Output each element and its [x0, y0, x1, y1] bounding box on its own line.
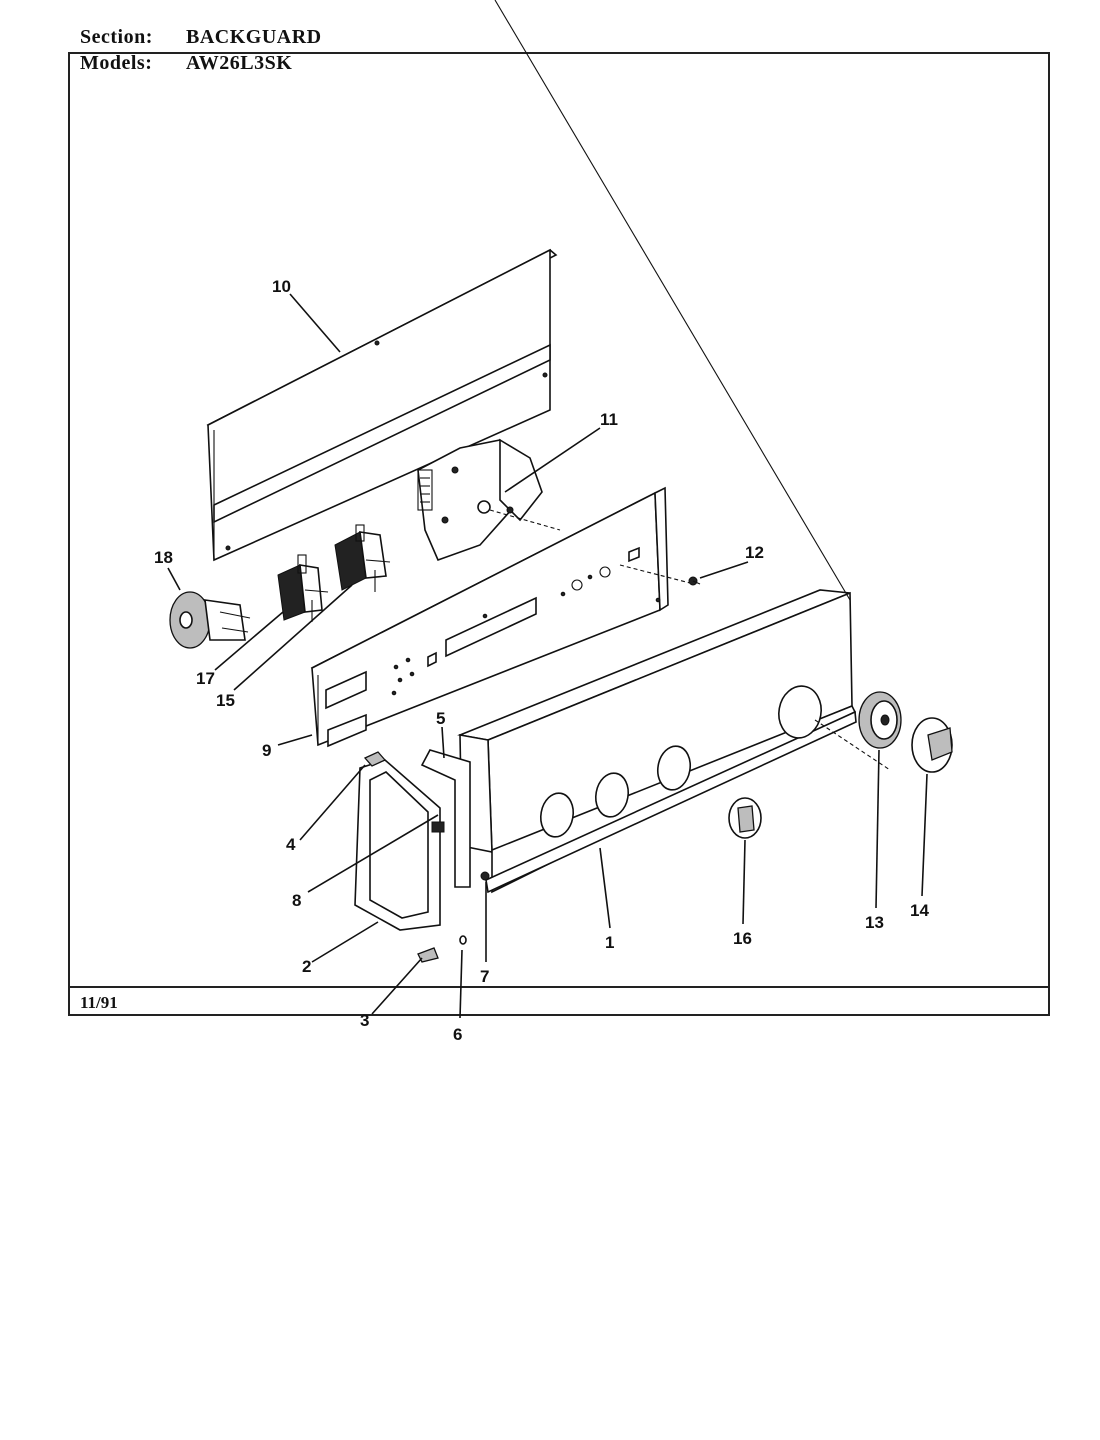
leader-10	[289, 293, 341, 353]
callout-7: 7	[480, 967, 489, 986]
part-rear-panel	[206, 248, 558, 562]
section-value: BACKGUARD	[186, 26, 322, 48]
leader-4	[299, 764, 366, 841]
leader-16	[742, 839, 746, 925]
callout-1: 1	[605, 933, 614, 952]
callout-5: 5	[436, 709, 445, 728]
leader-11	[504, 427, 601, 493]
callout-4: 4	[286, 835, 296, 854]
models-heading: Models: AW26L3SK	[80, 52, 292, 75]
diagram-frame	[68, 52, 1050, 1016]
callout-11: 11	[600, 410, 618, 429]
part-switch-15	[334, 524, 391, 592]
section-label: Section:	[80, 26, 153, 48]
part-control-panel	[457, 0, 891, 894]
callout-9: 9	[262, 741, 271, 760]
part-end-cap	[354, 759, 445, 931]
part-end-trim	[420, 749, 471, 888]
leader-14	[921, 773, 928, 897]
leader-13	[875, 749, 880, 909]
footer-divider	[68, 986, 1050, 988]
callout-14: 14	[910, 901, 929, 920]
leader-15	[233, 584, 353, 691]
part-knob-16	[728, 797, 762, 839]
leader-lines	[167, 293, 928, 1019]
callouts: 10 11 12 18 17 15 9 5 4 8 2 3 6 7 1 16 1…	[154, 277, 929, 1044]
section-heading: Section: BACKGUARD	[80, 26, 322, 49]
leader-17	[214, 611, 284, 671]
callout-6: 6	[453, 1025, 462, 1044]
leader-6	[459, 949, 463, 1019]
models-value: AW26L3SK	[186, 52, 293, 74]
leader-5	[441, 726, 445, 759]
leader-8	[307, 814, 439, 893]
part-screw-7	[480, 871, 490, 881]
callout-12: 12	[745, 543, 764, 562]
part-screw-6	[459, 935, 467, 945]
part-dial-skirt	[858, 691, 902, 749]
part-selector-switch	[169, 591, 251, 649]
callout-10: 10	[272, 277, 291, 296]
models-label: Models:	[80, 52, 153, 74]
part-timer-bracket	[417, 438, 561, 562]
leader-9	[277, 734, 313, 746]
part-timer-knob	[911, 717, 953, 773]
callout-2: 2	[302, 957, 311, 976]
leader-2	[311, 921, 379, 963]
leader-18	[167, 567, 181, 591]
callout-17: 17	[196, 669, 215, 688]
part-clip-4	[363, 751, 387, 767]
part-switch-17	[277, 554, 329, 622]
callout-16: 16	[733, 929, 752, 948]
part-mounting-plate	[310, 486, 691, 748]
leader-1	[599, 847, 611, 929]
revision-date: 11/91	[80, 993, 118, 1012]
part-screw-12	[688, 576, 701, 586]
callout-8: 8	[292, 891, 301, 910]
callout-15: 15	[216, 691, 235, 710]
callout-18: 18	[154, 548, 173, 567]
callout-13: 13	[865, 913, 884, 932]
leader-3	[371, 957, 423, 1015]
leader-12	[699, 561, 749, 579]
callout-3: 3	[360, 1011, 369, 1030]
